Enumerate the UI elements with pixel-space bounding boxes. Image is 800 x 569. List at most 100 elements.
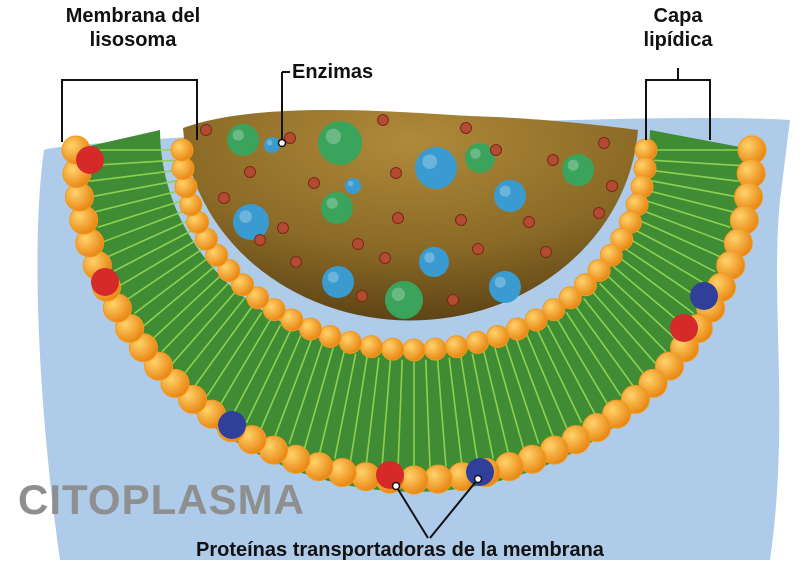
enzyme [318, 121, 362, 165]
lipid-tail [574, 305, 634, 387]
enzyme-small [390, 167, 402, 179]
enzyme-small [200, 124, 212, 136]
phospholipid-head [351, 462, 381, 492]
lipid-label-line1: Capa [653, 5, 703, 27]
lipid-tail [126, 248, 203, 301]
lipid-tail [625, 248, 702, 301]
enzyme [562, 154, 594, 186]
enzyme-highlight [326, 197, 338, 209]
enzyme-small [308, 177, 320, 189]
phospholipid-head [262, 298, 286, 322]
enzyme-highlight [327, 271, 339, 283]
enzyme-small [352, 238, 364, 250]
lipid-tail [232, 324, 282, 415]
enzyme-small [447, 294, 459, 306]
enzyme-small [593, 207, 605, 219]
lipid-tail [194, 305, 254, 387]
enzyme-small [540, 246, 552, 258]
lipid-tail [556, 318, 609, 406]
lipid-tail [182, 297, 245, 376]
phospholipid-head [318, 324, 342, 348]
enzyme-small [606, 180, 618, 192]
enzymes-group [200, 114, 618, 319]
lipid-tail [598, 282, 667, 353]
lipid-tail [106, 220, 189, 258]
membrane-label-line2: lisosoma [89, 29, 177, 51]
lipid-tail [97, 200, 182, 229]
lipid-tail [151, 274, 222, 341]
transport-protein [91, 268, 119, 296]
phospholipid-head [402, 338, 426, 362]
lipid-tail [288, 343, 323, 445]
phospholipid-head [445, 335, 469, 359]
enzyme-small [455, 214, 467, 226]
transport-proteins-label: Proteínas transportadoras de la membrana [196, 539, 604, 561]
phospholipid-head [558, 286, 582, 310]
membrane-tail-band [72, 130, 756, 492]
lipid-tail [619, 257, 695, 315]
phospholipid-head [542, 298, 566, 322]
lipid-tail [171, 290, 237, 365]
lipid-tail [536, 329, 583, 424]
lipid-tail [303, 347, 334, 450]
enzyme-small [277, 222, 289, 234]
enzyme-small [490, 144, 502, 156]
enzyme-small [218, 192, 230, 204]
lipid-tail [206, 311, 263, 397]
lipid-tail [424, 359, 431, 468]
transport-proteins [76, 146, 718, 489]
lipid-tail [482, 350, 510, 455]
enzyme-small [377, 114, 389, 126]
enzyme-small [598, 137, 610, 149]
lipid-tails [88, 149, 740, 468]
enzyme-small [523, 216, 535, 228]
phospholipid-head [381, 337, 405, 361]
lipid-tail [133, 257, 209, 315]
enzymes-label: Enzimas [292, 61, 374, 83]
cytoplasm-label: CITOPLASMA [18, 476, 305, 523]
enzyme [385, 281, 423, 319]
enzyme-small [254, 234, 266, 246]
membrane-label-line1: Membrana del [65, 5, 201, 27]
lipid-layer-label: Capa lipídica [620, 4, 736, 52]
lipid-tail [546, 324, 596, 415]
protein-pointer-left [395, 485, 429, 539]
phospholipid-head [610, 227, 634, 251]
lipid-tail [365, 357, 380, 465]
phospholipid-head [423, 337, 447, 361]
enzyme-small [547, 154, 559, 166]
lipid-tail [515, 339, 555, 438]
phospholipid-head [465, 330, 489, 354]
enzyme-small [244, 166, 256, 178]
lipid-tail [318, 350, 346, 455]
lipid-tail [259, 334, 302, 431]
membrane-bracket [61, 79, 198, 142]
transport-protein [76, 146, 104, 174]
enzyme [489, 271, 521, 303]
enzyme-highlight [470, 148, 481, 159]
lipid-tail [436, 358, 447, 467]
enzyme [233, 204, 269, 240]
enzyme [419, 247, 449, 277]
lipid-tail [101, 210, 185, 244]
lipid-tail [219, 318, 272, 406]
phospholipid-head [339, 330, 363, 354]
enzyme-highlight [567, 159, 579, 171]
phospholipid-head [587, 259, 611, 283]
enzyme [465, 143, 495, 173]
lipid-tail [630, 239, 710, 287]
enzyme-small [460, 122, 472, 134]
enzyme [227, 124, 259, 156]
phospholipid-head [170, 138, 194, 162]
lipid-tail [643, 210, 727, 244]
phospholipid-head [246, 286, 270, 310]
phospholipid-head [217, 259, 241, 283]
lipid-tail [381, 358, 392, 467]
enzyme-small [472, 243, 484, 255]
lipid-tail [142, 266, 215, 328]
enzyme-small [379, 252, 391, 264]
phospholipid-head [205, 243, 229, 267]
enzyme [264, 137, 280, 153]
lipid-tail [565, 311, 622, 397]
enzyme-small [356, 290, 368, 302]
